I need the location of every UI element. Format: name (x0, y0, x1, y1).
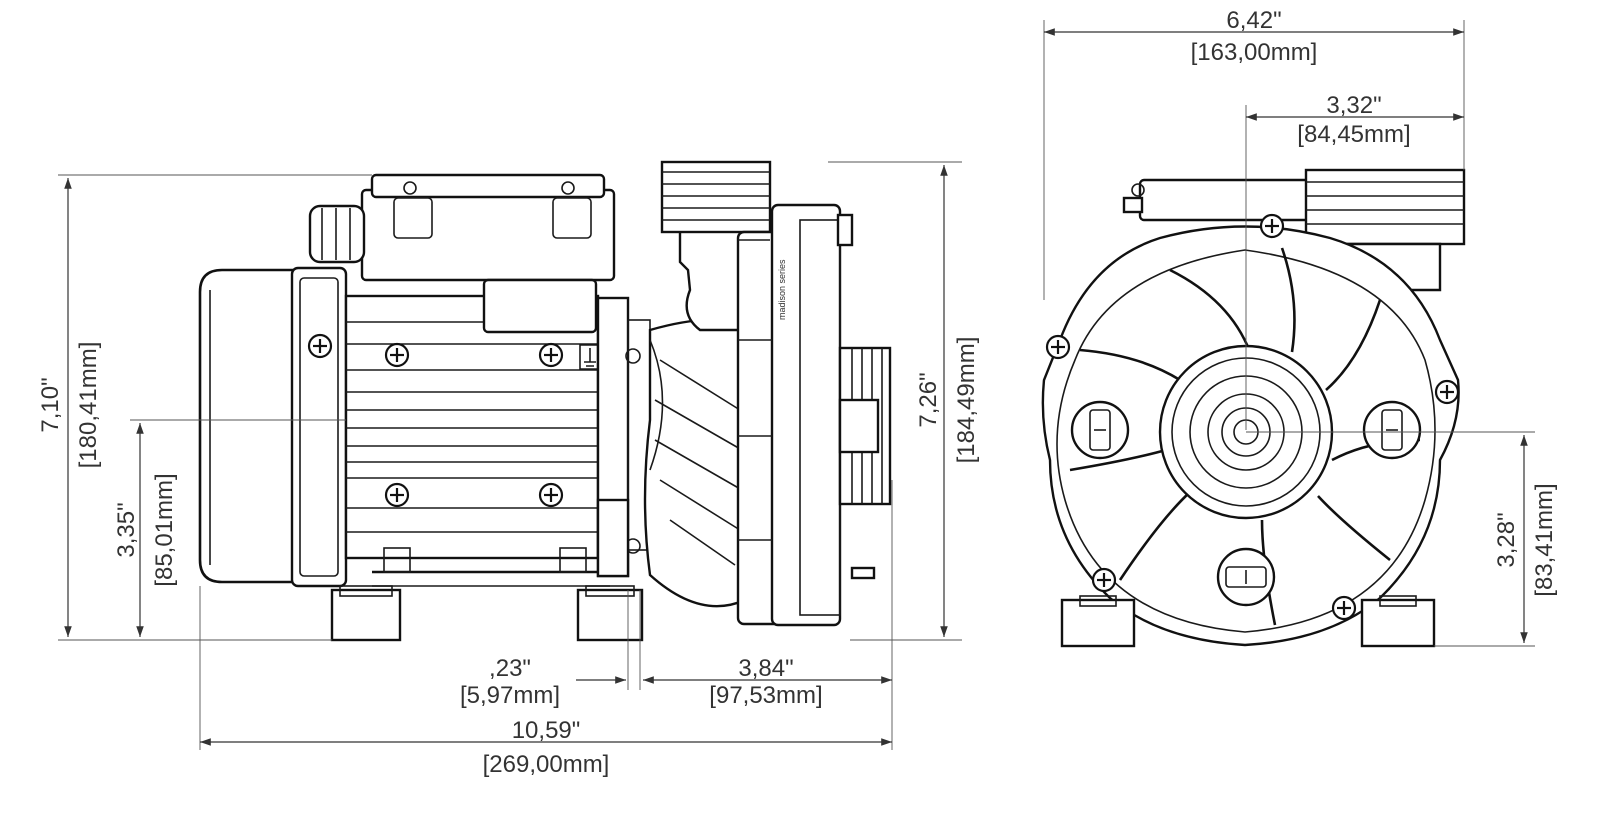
dim-overall-height-mm: [180,41mm] (75, 342, 102, 469)
front-outlet-thread (1304, 168, 1466, 246)
dim-overall-length-mm: [269,00mm] (483, 751, 610, 778)
dim-front-shaft-height-inch: 3,28" (1493, 512, 1520, 567)
drain-plug-bottom (1216, 547, 1276, 607)
dim-front-width-mm: [163,00mm] (1191, 39, 1318, 66)
motor-screw-icon (384, 342, 410, 368)
dim-foot-to-inlet-mm: [97,53mm] (709, 682, 822, 709)
dim-front-shaft-height-mm: [83,41mm] (1531, 483, 1558, 596)
dim-shaft-height-inch: 3,35" (113, 502, 140, 557)
housing-screw-icon (1259, 213, 1285, 239)
motor-body (344, 294, 600, 560)
housing-screw-icon (1045, 334, 1071, 360)
housing-screw-icon (1434, 379, 1460, 405)
drain-plug-right (1362, 400, 1422, 460)
housing-screw-icon (1091, 567, 1117, 593)
motor-end-cap (198, 268, 300, 584)
dim-outlet-height-mm: [184,49mm] (953, 337, 980, 464)
drain-plug-left (1070, 400, 1130, 460)
base-foot-left (330, 588, 402, 642)
dim-foot-offset-mm: [5,97mm] (460, 682, 560, 709)
terminal-box (360, 188, 616, 282)
dimension-lines: 10,59" [269,00mm] 7,10" [180,41mm] 3,35"… (37, 7, 1558, 778)
dim-shaft-height-mm: [85,01mm] (151, 473, 178, 586)
cable-gland (308, 204, 366, 264)
base-foot-right (576, 588, 644, 642)
motor-screw-icon (538, 482, 564, 508)
side-view: madison series (198, 160, 892, 642)
front-foot-right (1360, 598, 1436, 648)
motor-screw-icon (538, 342, 564, 368)
dim-front-half-width-mm: [84,45mm] (1297, 121, 1410, 148)
outlet-elbow (678, 228, 750, 332)
dim-overall-length-inch: 10,59" (512, 717, 581, 744)
dim-front-half-width-inch: 3,32" (1326, 92, 1381, 119)
brand-label: madison series (777, 259, 787, 320)
dim-outlet-height-inch: 7,26" (915, 372, 942, 427)
dim-overall-height-inch: 7,10" (37, 377, 64, 432)
dim-front-width-inch: 6,42" (1226, 7, 1281, 34)
motor-screw-icon (384, 482, 410, 508)
flange-screw-icon (307, 333, 333, 359)
dim-foot-offset-inch: ,23" (489, 655, 531, 682)
dim-foot-to-inlet-inch: 3,84" (738, 655, 793, 682)
housing-screw-icon (1331, 595, 1357, 621)
front-foot-left (1060, 598, 1136, 648)
front-view (1041, 168, 1466, 648)
